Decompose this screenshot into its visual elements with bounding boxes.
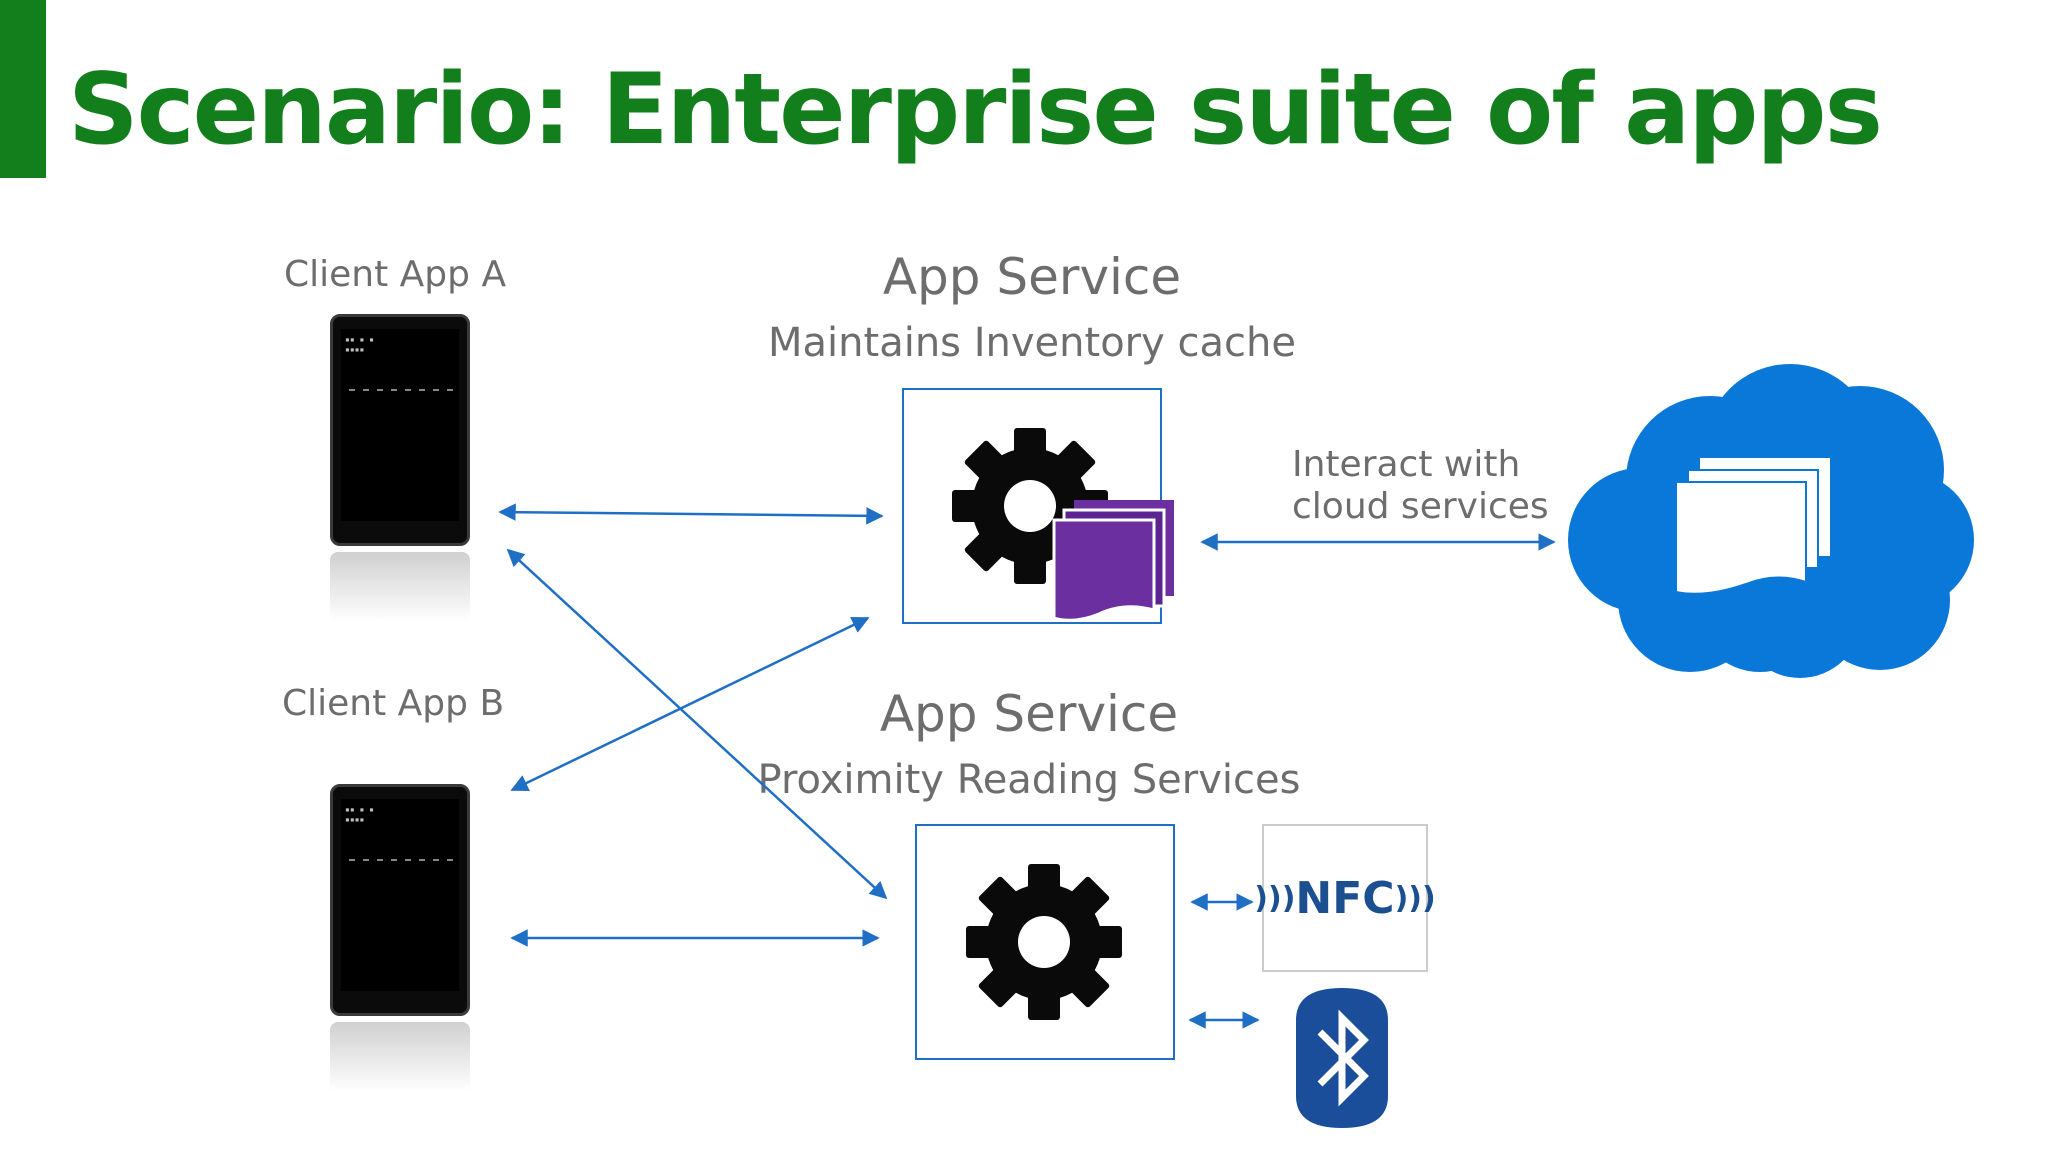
arrow-a-to-inventory — [498, 503, 884, 525]
proximity-service-title: App Service — [879, 685, 1179, 743]
arrow-b-to-inventory — [510, 616, 870, 792]
bluetooth-icon — [1296, 988, 1388, 1128]
arrow-a-to-proximity — [506, 548, 888, 900]
phone-menu-dots — [349, 859, 459, 861]
phone-status-text: ▪▪ ▪ ▪ — [345, 805, 374, 814]
client-app-b-label: Client App B — [282, 683, 505, 724]
purple-documents — [1052, 500, 1174, 622]
nfc-icon: ))) NFC ))) — [1254, 824, 1436, 972]
nfc-label: NFC — [1295, 872, 1395, 924]
phone-reflection — [330, 552, 470, 622]
phone-status-text: ▪▪▪▪ — [345, 815, 365, 824]
nfc-waves-right: ))) — [1394, 880, 1436, 916]
title-accent-bar — [0, 0, 46, 178]
client-app-a-label: Client App A — [284, 254, 507, 295]
phone-client-b: ▪▪ ▪ ▪ ▪▪▪▪ — [330, 784, 470, 1016]
phone-reflection — [330, 1022, 470, 1092]
cloud-documents-icon — [1568, 364, 1974, 678]
gear-with-documents-icon — [952, 428, 1174, 622]
phone-status-text: ▪▪ ▪ ▪ — [345, 335, 374, 344]
cloud-label-line1: Interact with — [1292, 444, 1521, 485]
gear-icon — [966, 864, 1122, 1020]
inventory-service-title: App Service — [882, 248, 1182, 306]
phone-screen: ▪▪ ▪ ▪ ▪▪▪▪ — [341, 799, 459, 991]
inventory-service-subtitle: Maintains Inventory cache — [768, 320, 1296, 366]
phone-status-text: ▪▪▪▪ — [345, 345, 365, 354]
slide-title: Scenario: Enterprise suite of apps — [68, 53, 1883, 167]
cloud-label-line2: cloud services — [1292, 486, 1549, 527]
phone-screen: ▪▪ ▪ ▪ ▪▪▪▪ — [341, 329, 459, 521]
nfc-waves-left: ))) — [1254, 880, 1296, 916]
phone-menu-dots — [349, 389, 459, 391]
phone-client-a: ▪▪ ▪ ▪ ▪▪▪▪ — [330, 314, 470, 546]
